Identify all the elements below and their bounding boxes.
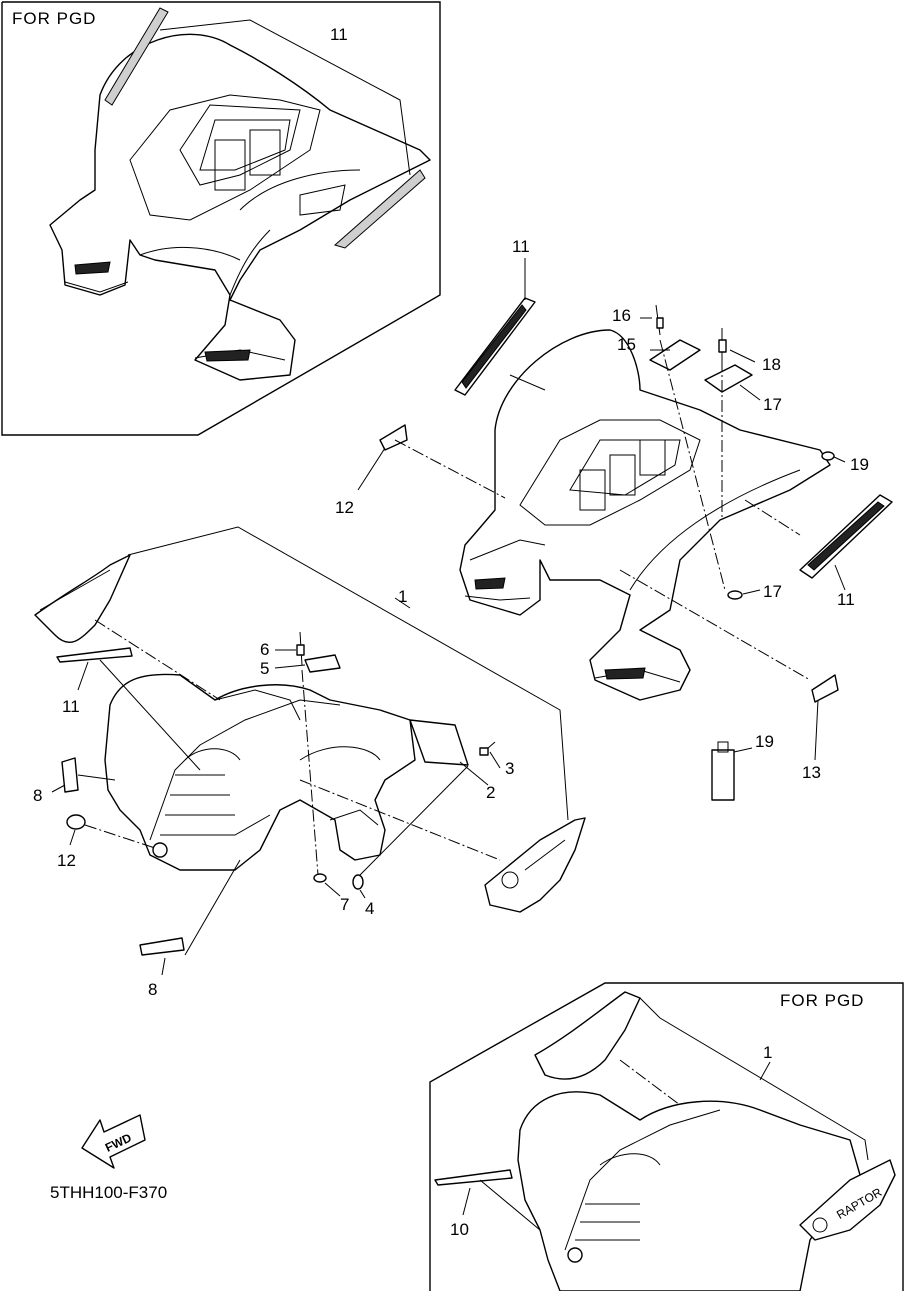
callout-19: 19 [755,732,774,751]
screw-6 [296,631,305,666]
rear-fender [459,329,831,701]
inset-front-fender [517,1091,861,1291]
screw-14 [655,304,664,336]
callout-11-inset: 11 [330,25,348,44]
callout-6: 6 [260,640,269,659]
front-fender [104,673,416,871]
callout-3: 3 [505,759,514,778]
callout-7: 7 [340,895,349,914]
callout-9: 12 [57,851,76,870]
callout-14: 16 [612,306,631,325]
front-fender-assembly: 1 6 5 11 8 3 2 12 7 4 8 [33,526,586,999]
screw-3 [479,741,496,756]
inset-top-left-title: FOR PGD [12,9,96,28]
callout-2: 2 [486,783,495,802]
callout-5: 5 [260,659,269,678]
callout-18: 19 [850,455,869,474]
clip-15 [727,590,743,600]
plate-13 [649,339,701,371]
fwd-arrow-icon [81,1114,146,1169]
inset-side-decal-left [104,7,169,106]
figure-code: 5THH100-F370 [50,1183,167,1202]
inset-decal-1-side [799,1159,896,1241]
screw-17 [718,328,727,360]
callout-10: 11 [62,697,80,716]
decal-5 [304,654,341,673]
plate-16 [704,364,753,393]
callout-15: 17 [763,582,782,601]
inset-top-left-frame [1,1,441,436]
callout-8-a: 8 [33,786,42,805]
inset-rear-fender [49,33,431,381]
decal-12-lower [811,674,839,703]
callout-4: 4 [365,899,374,918]
callout-12-b: 13 [802,763,821,782]
clip-18 [821,451,835,461]
decal-1-side [484,817,586,913]
decal-8-upper [61,757,79,793]
callout-16: 17 [763,395,782,414]
inset-side-decal-right [333,169,426,249]
clip-7 [313,873,327,883]
nut-4 [352,874,364,890]
callout-13: 15 [617,335,636,354]
callout-10-inset: 10 [450,1220,469,1239]
callout-17: 18 [762,355,781,374]
callout-1-inset: 1 [763,1043,772,1062]
inset-decal-10 [434,1169,513,1186]
callout-1: 1 [398,587,407,606]
callout-11-a: 11 [512,237,530,256]
inset-decal-1-large [534,991,641,1080]
decal-10 [56,647,133,663]
inset-top-left: FOR PGD 11 [1,1,441,436]
inset-bottom-right-frame [429,982,904,1291]
reflector-9 [66,814,86,830]
label-19 [711,749,735,801]
inset-bottom-right-title: FOR PGD [780,991,864,1010]
rear-fender-assembly: 11 16 15 18 17 19 12 17 11 19 13 [335,237,893,801]
callout-8-b: 8 [148,980,157,999]
callout-11-b: 11 [837,590,855,609]
decal-1-large [34,554,131,644]
decal-12-upper [379,424,408,451]
callout-12-a: 12 [335,498,354,517]
inset-bottom-right: FOR PGD RAPTOR 1 10 [429,982,904,1291]
plate-2 [409,719,469,766]
fwd-indicator: FWD [81,1114,146,1169]
decal-8-lower [139,937,185,956]
